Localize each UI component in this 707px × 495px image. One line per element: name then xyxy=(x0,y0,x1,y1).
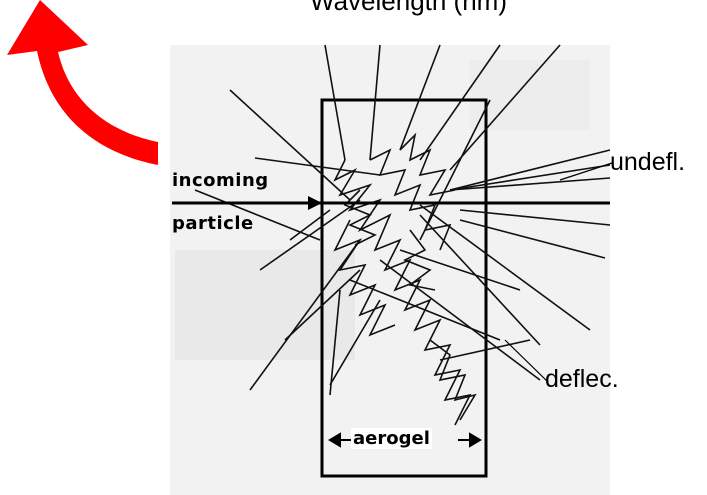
top-caption: Wavelength (nm) xyxy=(310,0,507,16)
incoming-label: incoming xyxy=(172,170,269,191)
aerogel-label: aerogel xyxy=(351,428,432,449)
deflected-label: deflec. xyxy=(545,365,619,393)
aerogel-dimension-arrows xyxy=(328,432,482,448)
incoming-arrowhead xyxy=(308,196,322,210)
undefl-pointer xyxy=(559,162,613,181)
curved-arrow-icon xyxy=(7,0,158,165)
particle-tracks xyxy=(194,44,611,426)
aerogel-box xyxy=(320,98,488,478)
scan-smudge-2 xyxy=(470,60,590,130)
deflec-pointer xyxy=(504,339,549,383)
scan-smudge xyxy=(175,250,355,360)
particle-label: particle xyxy=(172,213,254,234)
undeflected-label: undefl. xyxy=(610,148,686,176)
